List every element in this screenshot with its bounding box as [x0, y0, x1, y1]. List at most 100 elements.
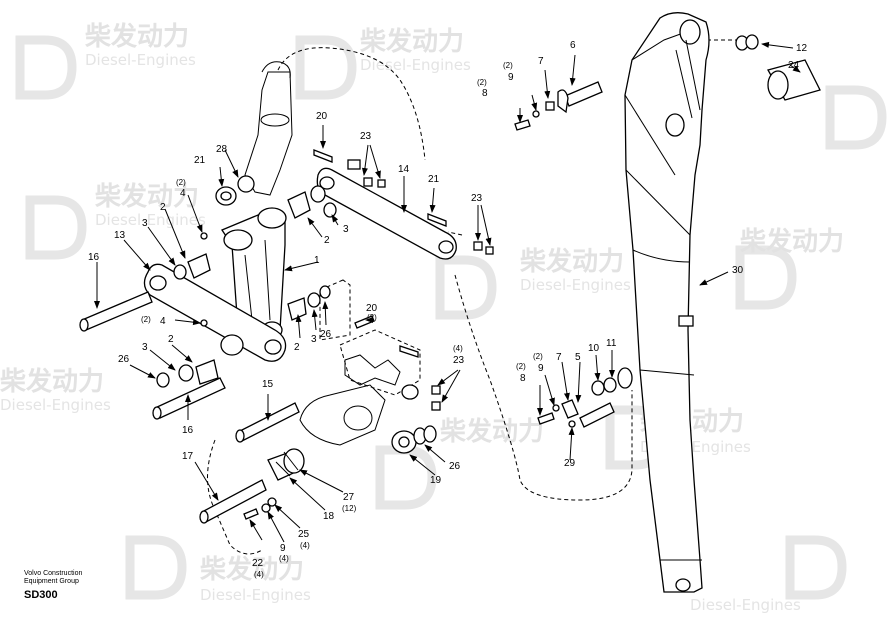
- bracket-assembly: [299, 354, 419, 446]
- callout-qty: (2): [533, 352, 543, 361]
- callout-2: 2: [294, 342, 300, 353]
- svg-text:Diesel-Engines: Diesel-Engines: [690, 596, 801, 614]
- callout-qty: (4): [279, 554, 289, 563]
- callout-27: 27: [343, 492, 355, 503]
- callout-24: 24: [788, 60, 800, 71]
- callout-qty: (2): [176, 178, 186, 187]
- watermark-9: 柴发动力 Diesel-Engines: [125, 535, 311, 604]
- callout-4: 4: [160, 316, 166, 327]
- watermark-10: 柴发动力: [375, 416, 544, 510]
- callout-11: 11: [606, 338, 617, 349]
- callout-20: 20: [316, 111, 328, 122]
- svg-text:柴发动力: 柴发动力: [94, 181, 199, 212]
- assembly-lines: [207, 39, 740, 555]
- pin-5: [561, 399, 615, 428]
- callout-25: 25: [298, 529, 310, 540]
- pin-17: [199, 479, 267, 524]
- svg-text:柴发动力: 柴发动力: [519, 246, 624, 277]
- callout-3: 3: [311, 334, 317, 345]
- callout-5: 5: [575, 352, 581, 363]
- callout-1: 1: [314, 255, 320, 266]
- callout-3: 3: [142, 218, 148, 229]
- org-line-2: Equipment Group: [24, 578, 79, 585]
- watermark-layer: 柴发动力 Diesel-Engines 柴发动力 Diesel-Engines …: [0, 21, 887, 614]
- svg-text:柴发动力: 柴发动力: [439, 416, 544, 447]
- svg-text:Diesel-Engines: Diesel-Engines: [95, 211, 206, 229]
- callout-23: 23: [471, 193, 483, 204]
- callout-26: 26: [449, 461, 461, 472]
- svg-text:柴发动力: 柴发动力: [739, 226, 844, 257]
- callout-3: 3: [142, 342, 148, 353]
- callout-12: 12: [796, 43, 808, 54]
- callout-2: 2: [168, 334, 174, 345]
- cylinder-outline: [244, 61, 293, 196]
- callout-qty: (2): [367, 313, 377, 322]
- svg-text:Diesel-Engines: Diesel-Engines: [360, 56, 471, 74]
- callout-2: 2: [160, 202, 166, 213]
- callout-22: 22: [252, 558, 264, 569]
- callout-21: 21: [194, 155, 206, 166]
- watermark-2: 柴发动力 Diesel-Engines: [295, 26, 471, 100]
- callout-3: 3: [343, 224, 349, 235]
- callout-19: 19: [430, 475, 442, 486]
- callout-10: 10: [588, 343, 600, 354]
- watermark-7: 柴发动力 Diesel-Engines: [0, 366, 111, 414]
- svg-text:柴发动力: 柴发动力: [0, 366, 104, 397]
- callout-17: 17: [182, 451, 194, 462]
- watermark-4: 柴发动力 Diesel-Engines: [435, 246, 631, 320]
- cylinder-rod-24: [767, 59, 821, 101]
- callout-8: 8: [520, 373, 526, 384]
- callout-9: 9: [538, 363, 544, 374]
- callout-qty: (12): [342, 504, 357, 513]
- watermark-11: Diesel-Engines: [690, 535, 847, 614]
- callout-6: 6: [570, 40, 576, 51]
- callout-28: 28: [216, 144, 228, 155]
- callout-8: 8: [482, 88, 488, 99]
- callout-23: 23: [453, 355, 465, 366]
- callout-13: 13: [114, 230, 126, 241]
- part-12-rings: [735, 34, 759, 51]
- svg-text:Diesel-Engines: Diesel-Engines: [0, 396, 111, 414]
- callout-qty: (4): [453, 344, 463, 353]
- svg-text:Diesel-Engines: Diesel-Engines: [520, 276, 631, 294]
- callout-qty: (4): [300, 541, 310, 550]
- callout-14: 14: [398, 164, 410, 175]
- diagram-code: SD300: [24, 589, 58, 601]
- callout-7: 7: [538, 56, 544, 67]
- watermark-1: 柴发动力 Diesel-Engines: [15, 21, 196, 100]
- callout-26: 26: [118, 354, 130, 365]
- callout-qty: (2): [477, 78, 487, 87]
- pin-15: [235, 402, 300, 443]
- callout-9: 9: [508, 72, 514, 83]
- callout-20: 20: [366, 303, 378, 314]
- leader-lines: [94, 41, 801, 543]
- flange-18-27: [267, 448, 305, 481]
- pin-16-upper: [79, 291, 153, 332]
- callout-4: 4: [180, 188, 186, 199]
- callout-18: 18: [323, 511, 335, 522]
- pin-6: [557, 81, 603, 114]
- svg-text:Diesel-Engines: Diesel-Engines: [85, 51, 196, 69]
- callout-16: 16: [88, 252, 100, 263]
- callout-2: 2: [324, 235, 330, 246]
- footer-caption: Volvo Construction Equipment Group SD300: [24, 570, 134, 601]
- org-line-1: Volvo Construction: [24, 570, 83, 577]
- watermark-3: 柴发动力 Diesel-Engines: [25, 181, 206, 260]
- callout-qty: (2): [516, 362, 526, 371]
- arm-30: [624, 12, 710, 593]
- watermark-5: 柴发动力: [735, 226, 844, 310]
- svg-text:柴发动力: 柴发动力: [359, 26, 464, 57]
- callout-23: 23: [360, 131, 372, 142]
- callout-9: 9: [280, 543, 286, 554]
- callout-16: 16: [182, 425, 194, 436]
- link-13: [143, 263, 287, 362]
- watermark-6: [825, 85, 887, 150]
- callout-30: 30: [732, 265, 744, 276]
- callout-26: 26: [320, 329, 332, 340]
- svg-text:柴发动力: 柴发动力: [199, 554, 304, 585]
- callout-21: 21: [428, 174, 440, 185]
- callout-labels: 1 2 3 2 3 (2) 4 21 28 13 16 (2) 4 2 3 26…: [88, 40, 808, 579]
- callout-qty: (2): [141, 315, 151, 324]
- callout-qty: (2): [503, 61, 513, 70]
